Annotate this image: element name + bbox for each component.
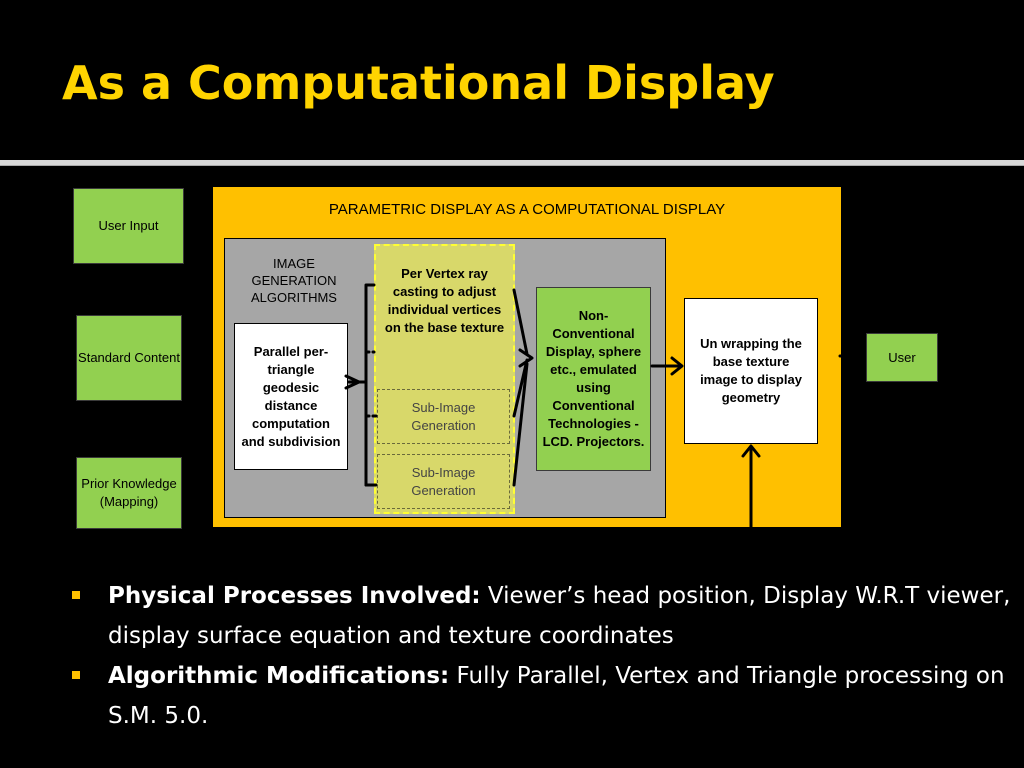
bullet-heading: Algorithmic Modifications: bbox=[108, 663, 450, 689]
user-input-arrow bbox=[184, 214, 213, 234]
per-vertex-label: Per Vertex ray casting to adjust individ… bbox=[384, 266, 505, 335]
standard-content-arrow bbox=[182, 346, 213, 366]
parametric-display-title: PARAMETRIC DISPLAY AS A COMPUTATIONAL DI… bbox=[328, 201, 726, 218]
non-conventional-display-box: Non-Conventional Display, sphere etc., e… bbox=[536, 287, 651, 471]
standard-content-box: Standard Content bbox=[76, 315, 182, 401]
bullet-text: Fully Parallel, Vertex and Triangle proc… bbox=[108, 663, 1005, 729]
feedback-loop-arrow bbox=[117, 444, 761, 558]
sub-image-generation-box-1: Sub-Image Generation bbox=[377, 389, 510, 444]
bullet-text: Viewer’s head position, Display W.R.T vi… bbox=[108, 583, 1011, 649]
bullet-algorithmic-modifications: Algorithmic Modifications: Fully Paralle… bbox=[72, 656, 1012, 736]
converge-lines bbox=[512, 288, 534, 487]
user-input-box: User Input bbox=[73, 188, 184, 264]
display-to-unwrap-arrow bbox=[650, 356, 684, 376]
unwrapping-box: Un wrapping the base texture image to di… bbox=[684, 298, 818, 444]
prior-knowledge-box: Prior Knowledge (Mapping) bbox=[76, 457, 182, 529]
image-generation-label: IMAGE GENERATION ALGORITHMS bbox=[251, 256, 337, 305]
user-output-box: User bbox=[866, 333, 938, 382]
title-bar: As a Computational Display bbox=[0, 0, 1024, 158]
parallel-computation-box: Parallel per-triangle geodesic distance … bbox=[234, 323, 348, 470]
bullet-heading: Physical Processes Involved: bbox=[108, 583, 481, 609]
algo-to-parallel-arrow bbox=[344, 374, 361, 390]
title-divider bbox=[0, 160, 1024, 166]
slide-title: As a Computational Display bbox=[62, 56, 775, 110]
bullet-physical-processes: Physical Processes Involved: Viewer’s he… bbox=[72, 576, 1012, 656]
bullet-list: Physical Processes Involved: Viewer’s he… bbox=[72, 576, 1012, 736]
branch-bracket bbox=[358, 283, 378, 487]
prior-knowledge-arrow bbox=[182, 481, 213, 501]
bullet-marker bbox=[72, 671, 80, 679]
sub-image-generation-box-2: Sub-Image Generation bbox=[377, 454, 510, 509]
unwrap-to-user-arrow bbox=[838, 346, 866, 366]
bullet-marker bbox=[72, 591, 80, 599]
